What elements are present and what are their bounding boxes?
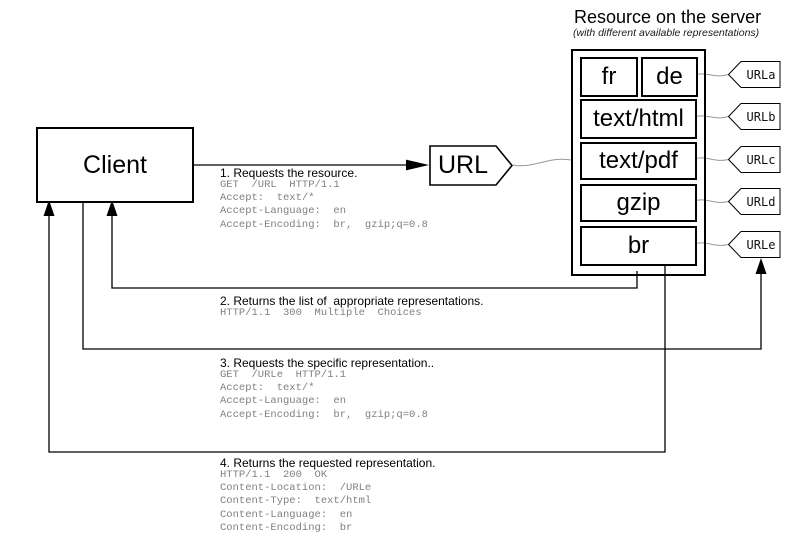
url-tag-urld: URLd [727, 188, 781, 215]
tag-pentagon-icon [727, 231, 781, 258]
step3-arrowhead-icon [755, 258, 767, 274]
tag-pentagon-icon [727, 146, 781, 173]
representation-text-html-label: text/html [593, 105, 684, 132]
representation-de: de [641, 57, 698, 97]
url-pointer-shape: URL [429, 145, 514, 186]
step1-arrowhead-icon [406, 159, 429, 171]
representation-text-pdf-label: text/pdf [599, 147, 678, 174]
client-label: Client [83, 150, 147, 179]
tag-pentagon-icon [727, 188, 781, 215]
step2-title: 2. Returns the list of appropriate repre… [220, 294, 484, 308]
url-pentagon-icon [429, 145, 514, 186]
step4-http-headers: HTTP/1.1 200 OK Content-Location: /URLe … [220, 469, 372, 534]
url-tag-urla: URLa [727, 61, 781, 88]
url-tag-urle-label: URLe [746, 237, 776, 252]
step2-arrowhead-icon [106, 200, 118, 216]
server-subtitle: (with different available representation… [573, 27, 760, 39]
url-pointer-label: URL [437, 151, 488, 179]
url-tag-urle: URLe [727, 231, 781, 258]
representation-fr: fr [580, 57, 638, 97]
url-tag-urla-label: URLa [746, 67, 776, 82]
step3-http-headers: GET /URLe HTTP/1.1 Accept: text/* Accept… [220, 369, 428, 421]
client-box: Client [36, 127, 194, 203]
representation-gzip-label: gzip [616, 189, 661, 216]
resource-outer-box [571, 49, 706, 276]
tag-pentagon-icon [727, 103, 781, 130]
url-to-resource-connector [512, 158, 572, 167]
step2-response-line [111, 216, 638, 289]
step4-response-line [48, 216, 666, 453]
url-tag-urlb: URLb [727, 103, 781, 130]
step3-request-line [82, 199, 762, 350]
step3-title: 3. Requests the specific representation.… [220, 356, 435, 370]
representation-fr-label: fr [601, 63, 617, 90]
step4-title: 4. Returns the requested representation. [220, 456, 436, 470]
representation-text-pdf: text/pdf [580, 142, 697, 180]
representation-text-html: text/html [580, 99, 697, 139]
step4-arrowhead-icon [43, 200, 55, 216]
step1-http-headers: GET /URL HTTP/1.1 Accept: text/* Accept-… [220, 179, 428, 231]
representation-br: br [580, 226, 697, 266]
tag-pentagon-icon [727, 61, 781, 88]
representation-br-label: br [627, 232, 650, 259]
representation-de-label: de [656, 63, 683, 90]
url-tag-urld-label: URLd [746, 194, 776, 209]
step2-http-headers: HTTP/1.1 300 Multiple Choices [220, 307, 422, 319]
step1-title: 1. Requests the resource. [220, 166, 358, 180]
url-tag-urlc-label: URLc [746, 152, 776, 167]
representation-gzip: gzip [580, 184, 697, 222]
server-title: Resource on the server [574, 7, 762, 27]
url-tag-urlb-label: URLb [746, 109, 776, 124]
url-tag-urlc: URLc [727, 146, 781, 173]
